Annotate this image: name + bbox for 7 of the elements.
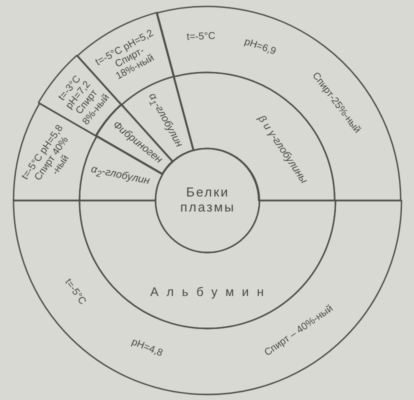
fraction-label: α$_{2}$-глобулин — [90, 164, 151, 189]
conditions-text: pH=4,8 — [130, 337, 164, 360]
fraction-label: Альбумин — [149, 285, 272, 299]
outer-ring-segment — [12, 198, 402, 396]
conditions-text: t=-5°C — [186, 31, 216, 44]
conditions-text: pH=6,9 — [242, 36, 277, 58]
center-label: Белки плазмы — [179, 185, 236, 215]
